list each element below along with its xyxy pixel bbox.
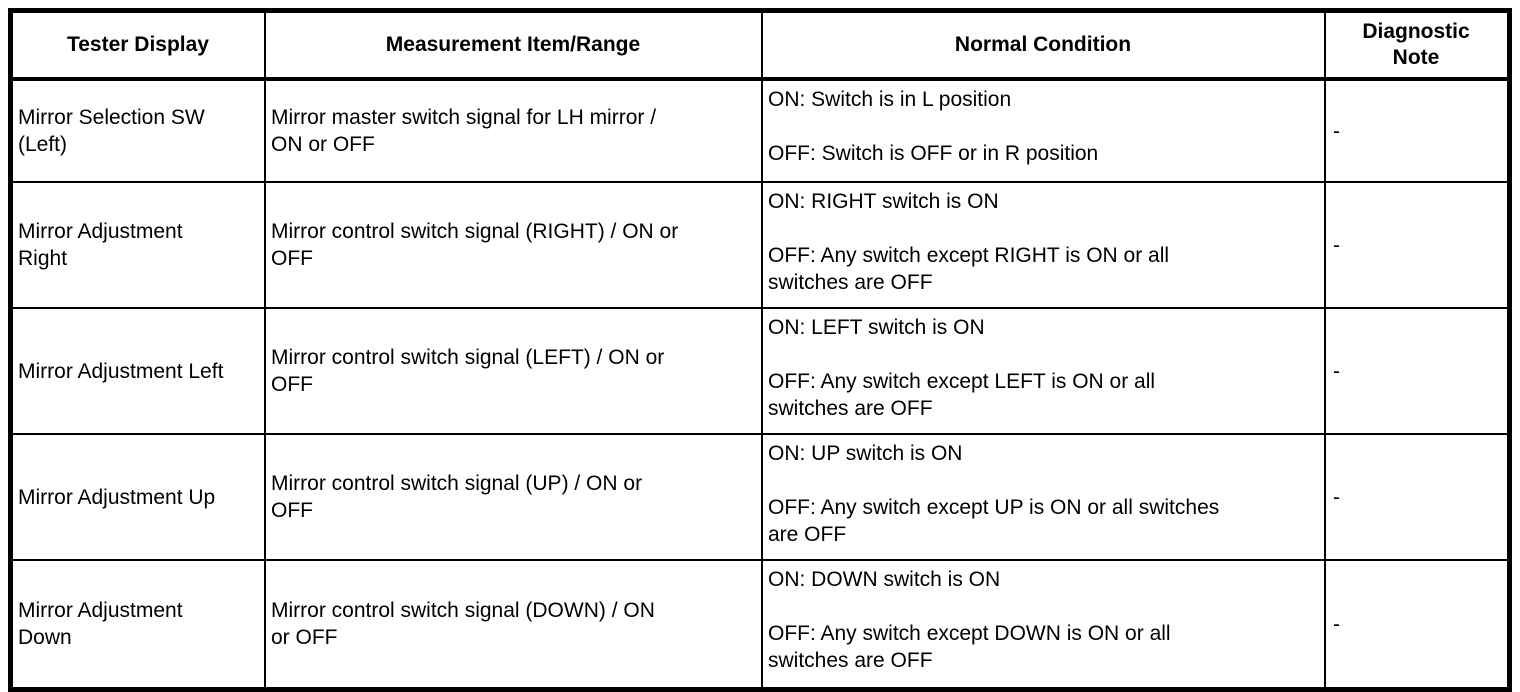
cell-measurement-item-range: Mirror control switch signal (LEFT) / ON… <box>266 309 763 435</box>
col-header-tester-display: Tester Display <box>13 13 266 81</box>
col-header-measurement-item-range: Measurement Item/Range <box>266 13 763 81</box>
cell-measurement-item-range: Mirror master switch signal for LH mirro… <box>266 81 763 183</box>
table-row-mirror-adjustment-right: Mirror Adjustment Right Mirror control s… <box>13 183 1507 309</box>
cell-diagnostic-note: - <box>1326 183 1507 309</box>
cell-tester-display: Mirror Adjustment Up <box>13 435 266 561</box>
cell-measurement-item-range: Mirror control switch signal (UP) / ON o… <box>266 435 763 561</box>
cell-normal-condition: ON: RIGHT switch is ON OFF: Any switch e… <box>763 183 1326 309</box>
col-header-normal-condition: Normal Condition <box>763 13 1326 81</box>
cell-normal-condition: ON: Switch is in L position OFF: Switch … <box>763 81 1326 183</box>
cell-measurement-item-range: Mirror control switch signal (RIGHT) / O… <box>266 183 763 309</box>
cell-tester-display: Mirror Adjustment Right <box>13 183 266 309</box>
cell-normal-condition: ON: UP switch is ON OFF: Any switch exce… <box>763 435 1326 561</box>
cell-normal-condition: ON: LEFT switch is ON OFF: Any switch ex… <box>763 309 1326 435</box>
table-row-mirror-adjustment-down: Mirror Adjustment Down Mirror control sw… <box>13 561 1507 687</box>
cell-tester-display: Mirror Selection SW (Left) <box>13 81 266 183</box>
table-row-mirror-adjustment-up: Mirror Adjustment Up Mirror control swit… <box>13 435 1507 561</box>
cell-diagnostic-note: - <box>1326 309 1507 435</box>
col-header-diagnostic-note: Diagnostic Note <box>1326 13 1507 81</box>
tester-data-list-table: Tester Display Measurement Item/Range No… <box>8 8 1512 692</box>
cell-diagnostic-note: - <box>1326 435 1507 561</box>
table-row-mirror-adjustment-left: Mirror Adjustment Left Mirror control sw… <box>13 309 1507 435</box>
cell-normal-condition: ON: DOWN switch is ON OFF: Any switch ex… <box>763 561 1326 687</box>
cell-tester-display: Mirror Adjustment Left <box>13 309 266 435</box>
cell-measurement-item-range: Mirror control switch signal (DOWN) / ON… <box>266 561 763 687</box>
cell-tester-display: Mirror Adjustment Down <box>13 561 266 687</box>
table-row-mirror-selection-sw-left: Mirror Selection SW (Left) Mirror master… <box>13 81 1507 183</box>
cell-diagnostic-note: - <box>1333 612 1340 636</box>
header-row: Tester Display Measurement Item/Range No… <box>13 13 1507 81</box>
cell-diagnostic-note: - <box>1326 81 1507 183</box>
